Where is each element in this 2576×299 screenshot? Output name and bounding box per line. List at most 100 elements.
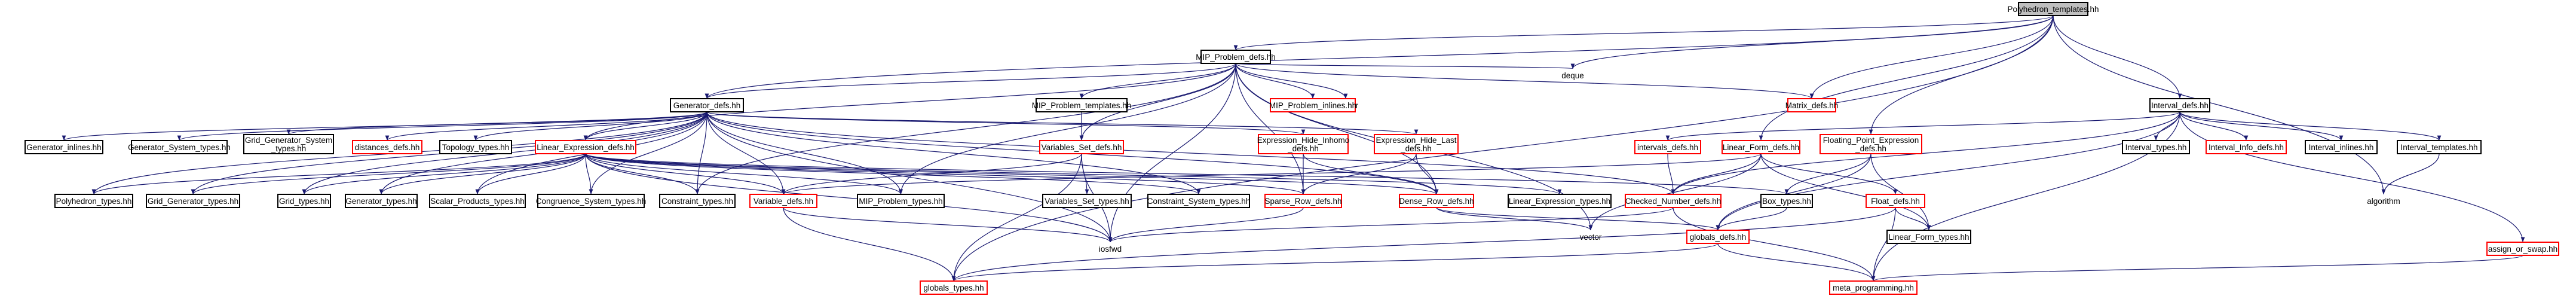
node-variable-defs[interactable]: Variable_defs.hh [749,194,817,208]
node-label: Matrix_defs.hh [1785,101,1839,110]
node-label: intervals_defs.hh [1637,143,1698,152]
node-topology-types[interactable]: Topology_types.hh [439,140,512,154]
node-congr-sys-types[interactable]: Congruence_System_types.hh [536,194,647,208]
node-interval-inlines[interactable]: Interval_inlines.hh [2305,140,2378,154]
node-assign-or-swap[interactable]: assign_or_swap.hh [2486,242,2559,256]
node-interval-templates[interactable]: Interval_templates.hh [2397,140,2482,154]
node-interval-types[interactable]: Interval_types.hh [2122,140,2190,154]
edge-checked_num_defs-to-iosfwd [1108,207,1674,243]
node-label: deque [1561,71,1584,80]
node-matrix-defs[interactable]: Matrix_defs.hh [1785,98,1839,112]
edge-mip_defs-to-iosfwd [1108,63,1236,243]
edge-lin_form_defs-to-checked_num_defs [1671,153,1762,195]
edge-lin_expr_defs-to-dense_row_defs [585,153,1439,195]
node-var-set-types[interactable]: Variables_Set_types.hh [1042,194,1132,208]
node-gen-defs[interactable]: Generator_defs.hh [670,98,744,112]
edge-mip_defs-to-mip_types [899,63,1236,195]
node-constr-sys-types[interactable]: Constraint_System_types.hh [1147,194,1251,208]
edge-lin_expr_defs-to-gen_types [379,153,586,195]
node-label: Dense_Row_defs.hh [1399,197,1474,206]
node-grid-gen-sys-types[interactable]: Grid_Generator_System_types.hh [243,134,334,154]
node-lin-form-types[interactable]: Linear_Form_types.hh [1886,230,1971,244]
edge-mip_defs-to-mip_inlines [1235,63,1315,99]
node-globals-types[interactable]: globals_types.hh [920,280,988,295]
node-root[interactable]: Polyhedron_templates.hh [2007,2,2099,16]
edge-root-to-lin_form_defs [1759,15,2054,141]
node-algorithm: algorithm [2367,197,2400,206]
node-gen-sys-types[interactable]: Generator_System_types.hh [128,140,231,154]
node-box [2018,2,2088,16]
node-mip-templates[interactable]: MIP_Problem_templates.hh [1032,98,1132,112]
node-label: Grid_Generator_System_types.hh [245,136,332,153]
node-box [1508,194,1612,208]
node-label: vector [1580,233,1602,242]
node-box [131,140,228,154]
node-label: Interval_Info_defs.hh [2209,143,2284,152]
node-box [2122,140,2190,154]
node-label: distances_defs.hh [355,143,420,152]
edge-gen_defs-to-distances_defs [385,111,707,141]
node-scalar-prod-types[interactable]: Scalar_Products_types.hh [429,194,526,208]
edge-lin_expr_defs-to-lin_expr_types [585,153,1561,195]
node-sparse-row-defs[interactable]: Sparse_Row_defs.hh [1264,194,1342,208]
node-constraint-types[interactable]: Constraint_types.hh [659,194,736,208]
node-distances-defs[interactable]: distances_defs.hh [352,140,422,154]
node-globals-defs[interactable]: globals_defs.hh [1686,230,1750,244]
node-label: Expression_Hide_Inhomo_defs.hh [1257,136,1350,153]
node-mip-inlines[interactable]: MIP_Problem_inlines.hh [1269,98,1356,112]
node-box [1147,194,1250,208]
node-polyhedron-types[interactable]: Polyhedron_types.hh [54,194,133,208]
edge-lin_form_defs-to-lin_form_types [1760,153,1931,231]
node-box-types[interactable]: Box_types.hh [1760,194,1813,208]
node-var-set-defs[interactable]: Variables_Set_defs.hh [1039,140,1124,154]
node-box [1039,140,1124,154]
node-box [352,140,422,154]
node-gen-types[interactable]: Generator_types.hh [345,194,418,208]
node-label: Linear_Form_defs.hh [1723,143,1799,152]
node-mip-types[interactable]: MIP_Problem_types.hh [857,194,945,208]
node-box [1866,194,1925,208]
node-box [54,194,133,208]
node-expr-hide-last[interactable]: Expression_Hide_Last_defs.hh [1374,134,1459,154]
node-lin-expr-defs[interactable]: Linear_Expression_defs.hh [535,140,636,154]
edge-gen_defs-to-congr_sys_types [589,111,707,195]
node-label: Generator_defs.hh [673,101,741,110]
node-grid-gen-types[interactable]: Grid_Generator_types.hh [146,194,240,208]
node-box [749,194,817,208]
node-mip-defs[interactable]: MIP_Problem_defs.hh [1196,50,1276,64]
edge-dense_row_defs-to-vector [1436,207,1593,231]
node-label: Interval_types.hh [2125,143,2187,152]
node-float-defs[interactable]: Float_defs.hh [1866,194,1925,208]
edge-gen_defs-to-lin_expr_defs [583,111,707,141]
edge-interval_defs-to-interval_inlines [2179,111,2344,141]
edge-expr_hide_last-to-dense_row_defs [1416,153,1439,195]
node-gen-inlines[interactable]: Generator_inlines.hh [24,140,103,154]
edge-mip_defs-to-mip_templates [1079,63,1236,99]
node-label: Checked_Number_defs.hh [1625,197,1722,206]
node-fp-expr-defs[interactable]: Floating_Point_Expression_defs.hh [1820,134,1922,154]
node-intervals-defs[interactable]: intervals_defs.hh [1634,140,1701,154]
node-lin-expr-types[interactable]: Linear_Expression_types.hh [1508,194,1612,208]
edge-gen_defs-to-checked_num_defs [706,111,1676,195]
node-box [1258,134,1349,154]
node-vector: vector [1580,233,1602,242]
node-box [243,134,334,154]
node-grid-types[interactable]: Grid_types.hh [277,194,331,208]
node-lin-form-defs[interactable]: Linear_Form_defs.hh [1722,140,1800,154]
edge-lin_expr_defs-to-congr_sys_types [585,153,593,195]
node-checked-num-defs[interactable]: Checked_Number_defs.hh [1625,194,1722,208]
node-meta-prog[interactable]: meta_programming.hh [1829,280,1918,295]
node-dense-row-defs[interactable]: Dense_Row_defs.hh [1399,194,1474,208]
node-box [1264,194,1342,208]
node-label: meta_programming.hh [1833,283,1914,292]
node-interval-defs[interactable]: Interval_defs.hh [2149,98,2210,112]
node-label: MIP_Problem_defs.hh [1196,53,1276,62]
edge-variable_defs-to-globals_types [783,207,956,282]
node-expr-hide-inhomo[interactable]: Expression_Hide_Inhomo_defs.hh [1257,134,1350,154]
node-label: Interval_inlines.hh [2309,143,2374,152]
edge-gen_defs-to-expr_hide_inhomo [706,111,1305,135]
edge-interval_defs-to-intervals_defs [1665,111,2180,141]
node-interval-info-defs[interactable]: Interval_Info_defs.hh [2206,140,2287,154]
edge-dense_row_defs-to-globals_defs [1436,207,1720,231]
edge-gen_defs-to-mip_types [706,111,903,195]
